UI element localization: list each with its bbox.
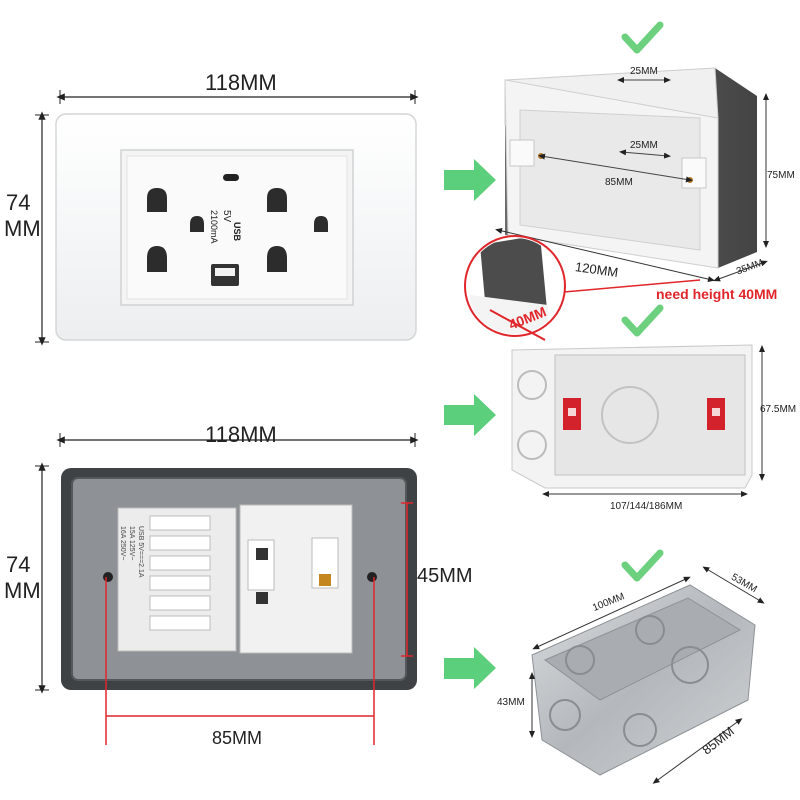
front-panel (35, 90, 419, 346)
outlet-holes (147, 188, 328, 272)
arrow-right-icon (444, 159, 496, 201)
arrow-right-icon (444, 394, 496, 436)
module-text-usb: USB 5V===2.1A (137, 526, 144, 578)
plastic-box-deep (464, 67, 769, 341)
check-icon (621, 304, 664, 337)
box2-length-label: 107/144/186MM (610, 501, 683, 512)
box1-top-width-label: 25MM (630, 66, 658, 77)
arrow-right-icon (444, 647, 496, 689)
box2-height-label: 67.5MM (760, 404, 797, 415)
back-screw-spacing-label: 85MM (212, 728, 263, 748)
metal-height-label: 43MM (497, 697, 525, 708)
front-height-label-number: 74 (6, 190, 31, 215)
module-text-rating-b: 16A 250V~ (119, 526, 126, 561)
back-height-label-unit: MM (4, 578, 41, 603)
module-text-rating-a: 15A 125V~ (128, 526, 135, 561)
front-height-label-unit: MM (4, 216, 41, 241)
usb-marking-current: 2100mA (209, 210, 219, 244)
back-inner-height-label: 45MM (417, 565, 473, 587)
plastic-box-adjustable (511, 344, 765, 497)
front-width-label: 118MM (205, 70, 277, 95)
usb-marking-usb: USB (232, 222, 242, 242)
box1-height-label: 75MM (767, 170, 795, 181)
check-icon (621, 21, 664, 54)
check-icon (621, 549, 664, 582)
usb-c-port (223, 174, 239, 181)
box1-height-note: need height 40MM (656, 286, 778, 302)
back-height-label-number: 74 (6, 552, 31, 577)
back-panel (35, 433, 419, 745)
box1-inner-width-label: 25MM (630, 140, 658, 151)
box1-screw-spacing-label: 85MM (605, 177, 633, 188)
back-width-label: 118MM (205, 422, 277, 447)
metal-box (529, 566, 765, 784)
usb-marking-voltage: 5V (221, 210, 232, 223)
